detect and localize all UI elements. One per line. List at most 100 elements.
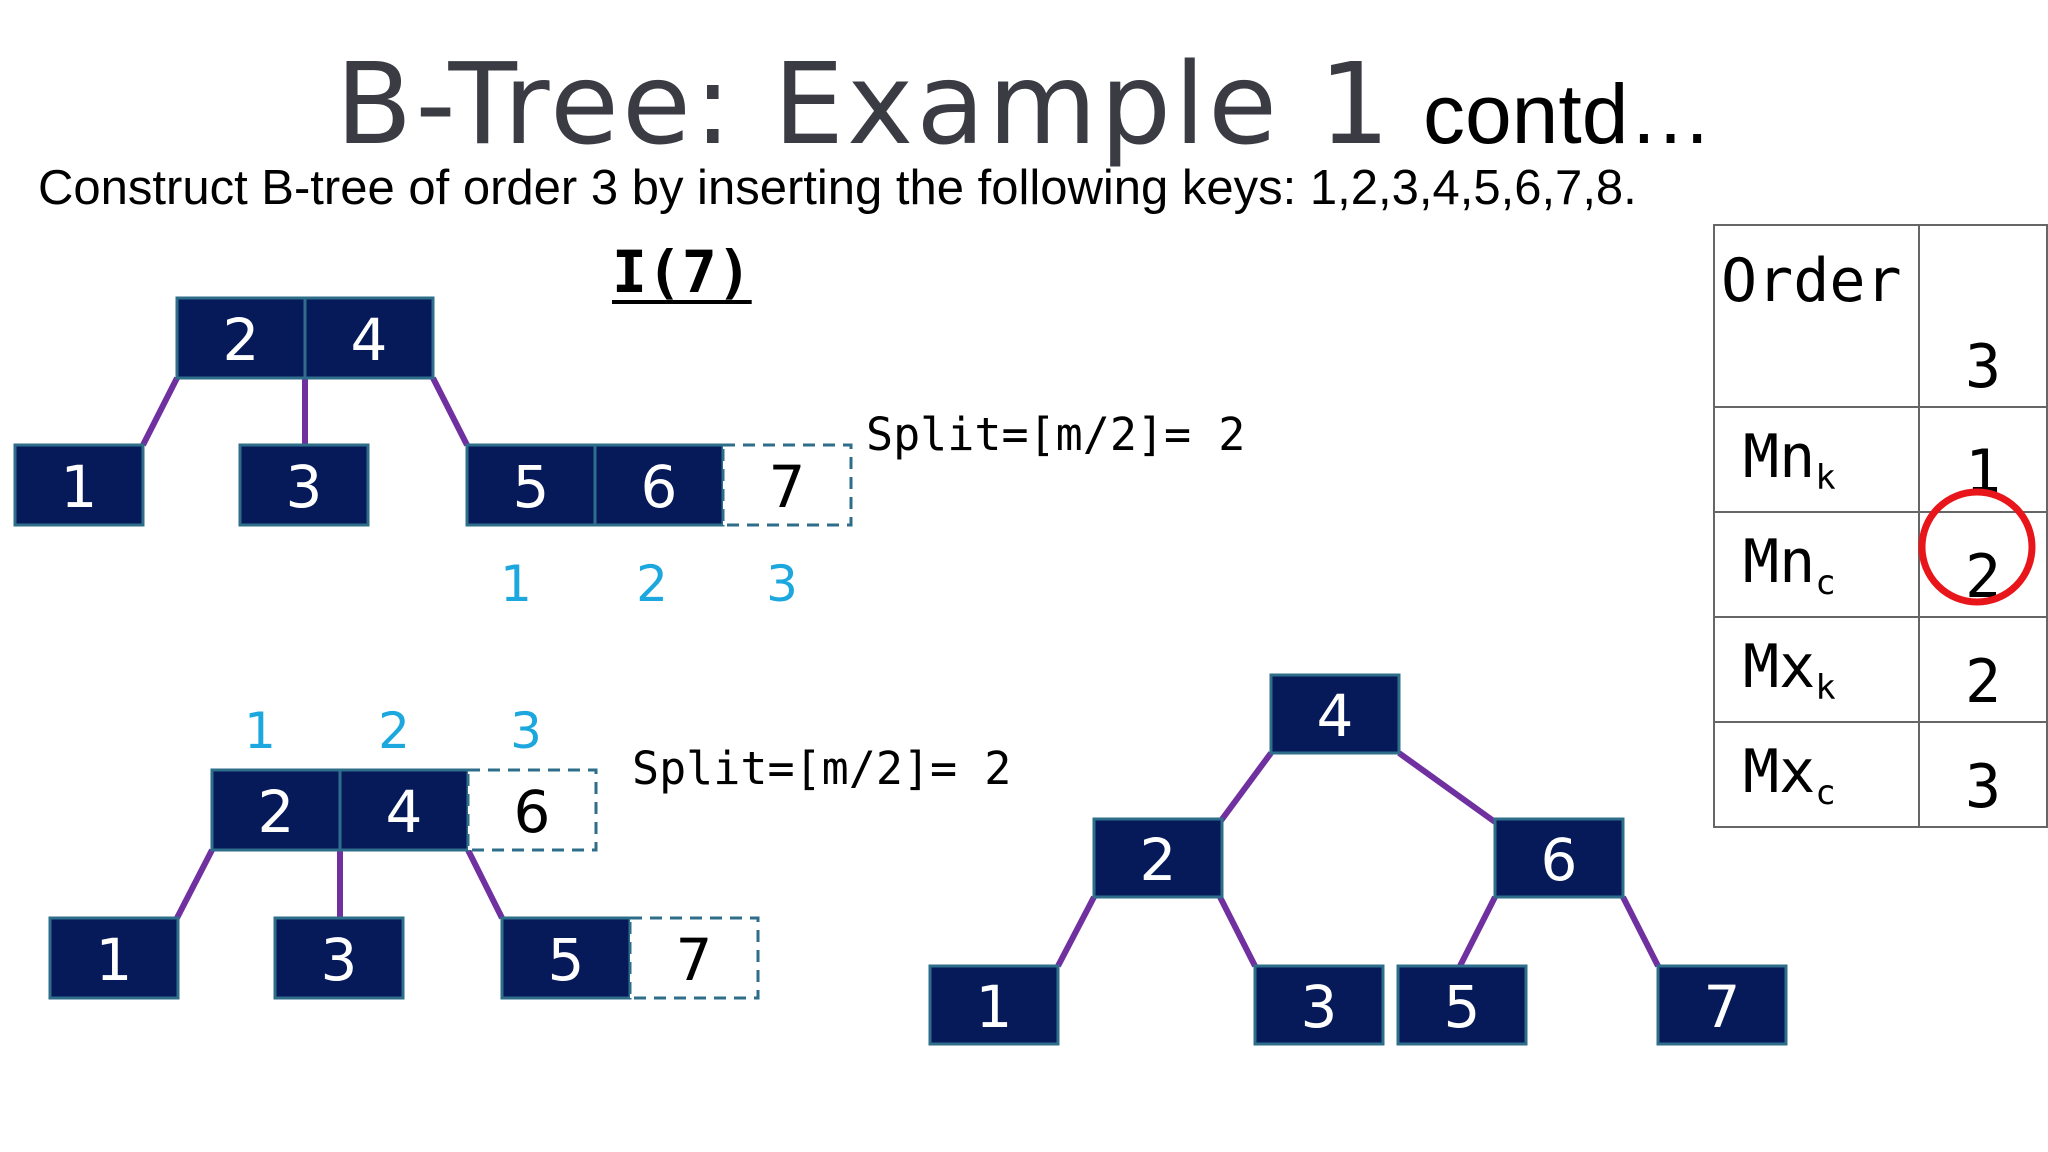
table-key-cell: Mnk bbox=[1713, 406, 1920, 513]
key-cell bbox=[48, 916, 180, 1000]
key-cell bbox=[500, 916, 632, 1000]
table-key-label: Mx bbox=[1743, 631, 1816, 702]
key-text: 2 bbox=[223, 306, 260, 374]
step-label: I(7) bbox=[612, 238, 752, 306]
stage2-leaf-node: 1 bbox=[48, 916, 180, 1000]
table-key-label: Mx bbox=[1743, 736, 1816, 807]
tree-edge bbox=[465, 848, 505, 920]
table-row: Mxc 3 bbox=[1713, 721, 2048, 828]
overflow-cell bbox=[628, 916, 760, 1000]
key-cell bbox=[1493, 817, 1625, 899]
stage1-leaf-node: 1 bbox=[13, 443, 145, 527]
tree-edge bbox=[174, 848, 215, 920]
highlight-circle bbox=[1918, 488, 2036, 606]
key-text: 4 bbox=[1317, 682, 1354, 750]
order-parameters-table: Order 3 Mnk 1 Mnc 2 Mxk 2 Mxc 3 bbox=[1713, 224, 2048, 828]
key-text: 3 bbox=[1301, 973, 1338, 1041]
key-text: 2 bbox=[258, 778, 295, 846]
table-row: Order 3 bbox=[1713, 224, 2048, 408]
table-value-cell: 3 bbox=[1918, 224, 2048, 408]
table-key-subscript: k bbox=[1815, 457, 1836, 498]
key-cell bbox=[175, 296, 307, 380]
title-sub: contd… bbox=[1422, 67, 1713, 161]
problem-statement: Construct B-tree of order 3 by inserting… bbox=[38, 161, 1637, 215]
index-label: 3 bbox=[766, 555, 798, 613]
tree-edge bbox=[1055, 895, 1097, 968]
index-label: 1 bbox=[244, 702, 276, 760]
title-main: B-Tree: Example 1 bbox=[335, 40, 1393, 170]
key-cell bbox=[338, 768, 470, 852]
overflow-cell bbox=[466, 768, 598, 852]
stage3-root-node: 4 bbox=[1269, 673, 1401, 755]
key-cell bbox=[593, 443, 725, 527]
key-cell bbox=[303, 296, 435, 380]
key-text: 5 bbox=[548, 926, 585, 994]
table-value-cell: 3 bbox=[1918, 721, 2048, 828]
table-key-cell: Mxc bbox=[1713, 721, 1920, 828]
stage3-leaf-node: 1 bbox=[928, 964, 1060, 1046]
overflow-key-text: 7 bbox=[676, 926, 713, 994]
key-text: 2 bbox=[1140, 826, 1177, 894]
stage3-leaf-node: 3 bbox=[1253, 964, 1385, 1046]
table-row: Mnc 2 bbox=[1713, 511, 2048, 618]
overflow-key-text: 7 bbox=[769, 453, 806, 521]
index-label: 2 bbox=[636, 555, 668, 613]
key-text: 1 bbox=[96, 926, 133, 994]
tree-edge bbox=[140, 376, 180, 447]
key-cell bbox=[273, 916, 405, 1000]
key-text: 6 bbox=[641, 453, 678, 521]
key-cell bbox=[928, 964, 1060, 1046]
stage1-root-node: 2 4 bbox=[175, 296, 435, 380]
key-cell bbox=[13, 443, 145, 527]
stage2-leaf-node: 3 bbox=[273, 916, 405, 1000]
key-text: 5 bbox=[513, 453, 550, 521]
table-key-cell: Mnc bbox=[1713, 511, 1920, 618]
table-key-label: Mn bbox=[1743, 526, 1816, 597]
stage3-leaf-node: 5 bbox=[1396, 964, 1528, 1046]
table-key-cell: Order bbox=[1713, 224, 1920, 408]
key-text: 1 bbox=[976, 973, 1013, 1041]
index-label: 3 bbox=[510, 702, 542, 760]
split-label-1: Split=[m/2]= 2 bbox=[866, 408, 1246, 461]
tree-edge bbox=[430, 376, 470, 447]
key-cell bbox=[238, 443, 370, 527]
stage2-root-node: 2 4 6 bbox=[210, 768, 598, 852]
slide-title: B-Tree: Example 1 contd… bbox=[0, 40, 2048, 170]
key-text: 5 bbox=[1444, 973, 1481, 1041]
index-label: 1 bbox=[500, 555, 532, 613]
table-row: Mxk 2 bbox=[1713, 616, 2048, 723]
key-cell bbox=[1656, 964, 1788, 1046]
edges bbox=[140, 376, 1661, 968]
tree-edge bbox=[1620, 895, 1661, 968]
table-key-subscript: c bbox=[1815, 562, 1836, 603]
table-key-label: Order bbox=[1721, 246, 1902, 316]
key-cell bbox=[465, 443, 597, 527]
tree-edge bbox=[1457, 895, 1498, 968]
stage2-leaf-node: 5 7 bbox=[500, 916, 760, 1000]
stage3-leaf-node: 7 bbox=[1656, 964, 1788, 1046]
key-text: 6 bbox=[1541, 826, 1578, 894]
overflow-key-text: 6 bbox=[514, 778, 551, 846]
key-cell bbox=[1269, 673, 1401, 755]
index-label: 2 bbox=[378, 702, 410, 760]
tree-edge bbox=[1397, 750, 1497, 825]
key-cell bbox=[210, 768, 342, 852]
split-label-2: Split=[m/2]= 2 bbox=[632, 742, 1012, 795]
table-key-cell: Mxk bbox=[1713, 616, 1920, 723]
overflow-cell bbox=[721, 443, 853, 527]
table-value-cell: 2 bbox=[1918, 616, 2048, 723]
table-key-subscript: k bbox=[1815, 667, 1836, 708]
stage3-internal-node: 6 bbox=[1493, 817, 1625, 899]
key-text: 4 bbox=[386, 778, 423, 846]
key-cell bbox=[1253, 964, 1385, 1046]
key-text: 7 bbox=[1704, 973, 1741, 1041]
table-key-subscript: c bbox=[1815, 772, 1836, 813]
stage1-leaf-node: 3 bbox=[238, 443, 370, 527]
key-text: 3 bbox=[286, 453, 323, 521]
table-row: Mnk 1 bbox=[1713, 406, 2048, 513]
annotation-circle bbox=[1918, 488, 2036, 606]
key-text: 4 bbox=[351, 306, 388, 374]
stage3-internal-node: 2 bbox=[1092, 817, 1224, 899]
stage1-leaf-node: 5 6 7 bbox=[465, 443, 853, 527]
